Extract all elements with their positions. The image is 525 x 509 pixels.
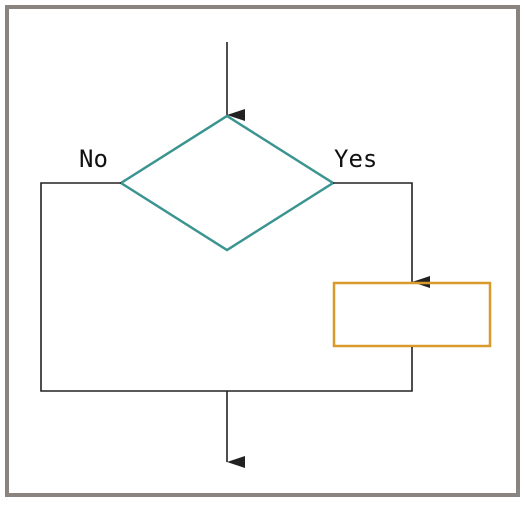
- yes-label: Yes: [334, 145, 377, 173]
- process-box: [332, 281, 492, 348]
- yes-branch-connector: [333, 182, 430, 288]
- diagram-frame: [5, 5, 520, 497]
- no-label: No: [79, 145, 108, 173]
- decision-diamond: [118, 114, 336, 252]
- no-branch-connector: [40, 182, 227, 392]
- process-output-connector: [227, 347, 413, 392]
